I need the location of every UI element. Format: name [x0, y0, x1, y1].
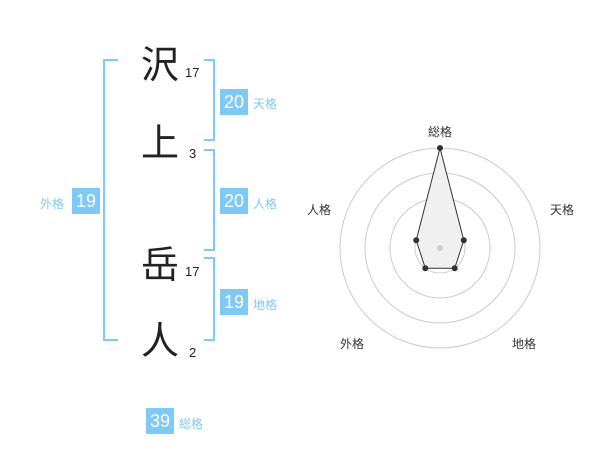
chikaku-bracket [204, 257, 215, 341]
soukaku-label: 総格 [179, 417, 204, 431]
soukaku-value: 39 [146, 408, 174, 434]
gaikaku-label: 外格 [40, 197, 65, 211]
radar-axis-label-chikaku: 地格 [512, 337, 537, 351]
gaikaku-value: 19 [72, 188, 100, 214]
jinkaku-bracket [204, 149, 215, 251]
radar-polygon [415, 147, 465, 269]
radar-point-1 [460, 237, 467, 244]
radar-center-dot [437, 245, 443, 251]
jinkaku-label: 人格 [253, 197, 278, 211]
tenkaku-label: 天格 [253, 97, 278, 111]
radar-point-2 [451, 265, 458, 272]
stroke-count-1: 17 [185, 65, 200, 80]
radar-axis-label-tenkaku: 天格 [550, 203, 575, 217]
stroke-count-3: 17 [185, 264, 200, 279]
jinkaku-value: 20 [220, 188, 248, 214]
radar-point-4 [413, 237, 420, 244]
tenkaku-value: 20 [220, 89, 248, 115]
stroke-count-2: 3 [189, 146, 197, 161]
name-char-2: 上 [141, 121, 180, 165]
name-char-4: 人 [141, 319, 180, 363]
radar-point-3 [422, 265, 429, 272]
name-char-3: 岳 [141, 243, 180, 287]
radar-axis-label-gaikaku: 外格 [340, 337, 365, 351]
stroke-count-4: 2 [189, 345, 197, 360]
radar-point-0 [437, 145, 443, 151]
radar-axis-label-jinkaku: 人格 [307, 203, 332, 217]
radar-axis-label-soukaku: 総格 [428, 125, 453, 139]
chikaku-value: 19 [220, 289, 248, 315]
gaikaku-bracket [103, 59, 118, 341]
name-char-1: 沢 [141, 43, 180, 87]
chikaku-label: 地格 [253, 298, 278, 312]
tenkaku-bracket [204, 59, 215, 141]
